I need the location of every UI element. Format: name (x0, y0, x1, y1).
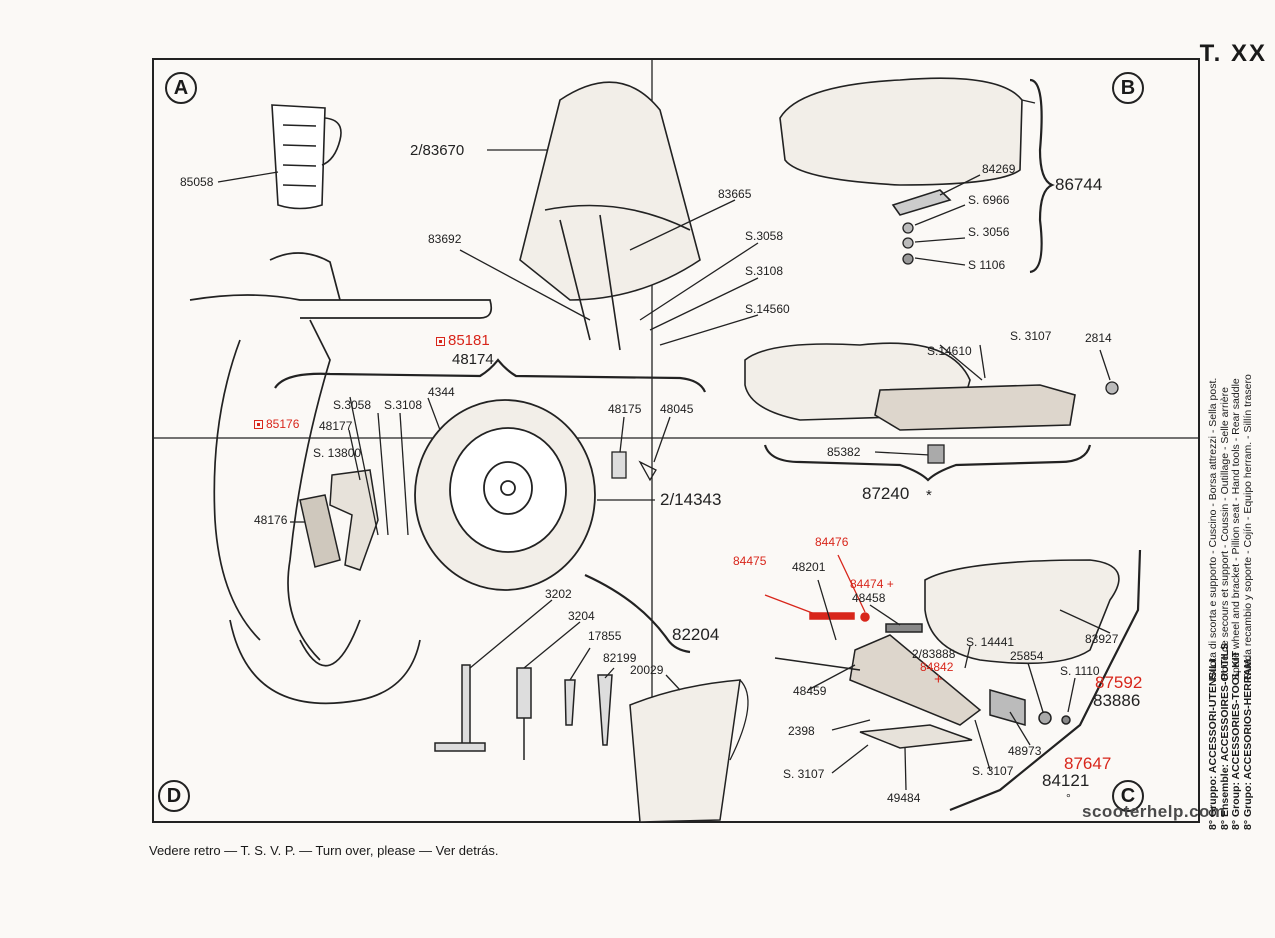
part-label: 49484 (887, 791, 921, 805)
part-label: 82204 (672, 625, 720, 644)
group-desc: Spare wheel and bracket - Pillion seat -… (1230, 378, 1243, 680)
part-label-red: 84842 (920, 660, 954, 674)
part-label: 86744 (1055, 175, 1103, 194)
footer-note: Vedere retro — T. S. V. P. — Turn over, … (149, 843, 499, 858)
part-label: 84269 (982, 162, 1016, 176)
part-label: 4344 (428, 385, 455, 399)
measuring-jug (271, 104, 342, 210)
part-label: S.3058 (333, 398, 372, 412)
part-label-red: 84475 (733, 554, 767, 568)
part-label: S. 13800 (313, 446, 362, 460)
part-label-red: 85181 (436, 333, 490, 348)
tools (434, 664, 613, 760)
part-label-red: 87592 (1095, 673, 1143, 692)
part-label: 2814 (1085, 331, 1112, 345)
part-label: 48459 (793, 684, 827, 698)
group-desc: Rueda recambio y soporte - Cojín - Equip… (1241, 374, 1254, 680)
part-label-red: 84474 + (850, 577, 894, 591)
group-desc: Ruota di scorta e supporto - Cuscino - B… (1207, 377, 1219, 680)
part-label: S. 3107 (972, 764, 1014, 778)
part-label: 83927 (1085, 632, 1119, 646)
part-label: 2/83888 (912, 647, 956, 661)
part-label: 85382 (827, 445, 861, 459)
corner-label-c: C (1112, 780, 1144, 812)
part-label: S.3058 (745, 229, 784, 243)
part-label: 2/83670 (410, 142, 465, 159)
part-label-red: 87647 (1064, 754, 1112, 773)
part-label-red: 84476 (815, 535, 849, 549)
corner-label-b: B (1112, 72, 1144, 104)
part-label: 20029 (630, 663, 664, 677)
part-label: 2398 (788, 724, 815, 738)
watermark: scooterhelp.com (1082, 802, 1226, 821)
rear-saddle (779, 77, 1023, 216)
part-label: S.3108 (384, 398, 423, 412)
part-label: 48175 (608, 402, 642, 416)
part-label: 48045 (660, 402, 694, 416)
part-label: S. 3107 (783, 767, 825, 781)
part-number: 85181 (448, 332, 490, 349)
part-label: S. 1110 (1060, 664, 1100, 678)
part-label: 85058 (180, 175, 214, 189)
part-label: S.14560 (745, 302, 790, 316)
jack-assembly (774, 612, 1071, 749)
part-label: S. 3107 (1010, 329, 1052, 343)
part-label: 48458 (852, 591, 886, 605)
part-label: S 1106 (968, 258, 1006, 272)
part-label: 17855 (588, 629, 622, 643)
part-label: 25854 (1010, 649, 1044, 663)
diagram-frame (152, 58, 1200, 823)
group-key: 8° Grupo: ACCESORIOS-HERRAM. (1241, 656, 1254, 830)
windshield (519, 81, 701, 351)
part-number: 85176 (266, 417, 300, 431)
part-label-red: 85176 (254, 418, 299, 430)
part-label: 84121 (1042, 771, 1090, 790)
part-label: 48177 (319, 419, 353, 433)
part-label: S.14610 (927, 344, 972, 358)
part-label-red: + (934, 671, 943, 688)
part-label: 87240 (862, 484, 910, 503)
marker-icon (254, 420, 263, 430)
part-label: S. 3056 (968, 225, 1010, 239)
part-label: 48973 (1008, 744, 1042, 758)
scooter-body (189, 252, 493, 705)
part-label: 3202 (545, 587, 572, 601)
part-label: 3204 (568, 609, 595, 623)
part-label: 48201 (792, 560, 826, 574)
part-label: ° (1066, 791, 1071, 805)
part-label: * (926, 487, 932, 504)
plate-number: T. XX (1199, 40, 1267, 67)
part-label: 83665 (718, 187, 752, 201)
group-row: 8° Grupo: ACCESORIOS-HERRAM. Rueda recam… (1241, 110, 1255, 830)
part-label: 83886 (1093, 691, 1141, 710)
part-label: 82199 (603, 651, 637, 665)
part-label: 83692 (428, 232, 462, 246)
part-label: 48176 (254, 513, 288, 527)
corner-label-a: A (165, 72, 197, 104)
part-label: 48174 (452, 351, 494, 368)
part-label: 2/14343 (660, 490, 722, 509)
marker-icon (436, 336, 445, 346)
part-label: S. 14441 (966, 635, 1015, 649)
part-label: S.3108 (745, 264, 784, 278)
part-label: S. 6966 (968, 193, 1010, 207)
pillion-seat (744, 342, 1076, 431)
tool-case (924, 559, 1120, 665)
spare-wheel (414, 399, 596, 591)
group-description: 8° Gruppo: ACCESSORI-UTENSILI Ruota di s… (1207, 110, 1255, 830)
corner-label-d: D (158, 780, 190, 812)
